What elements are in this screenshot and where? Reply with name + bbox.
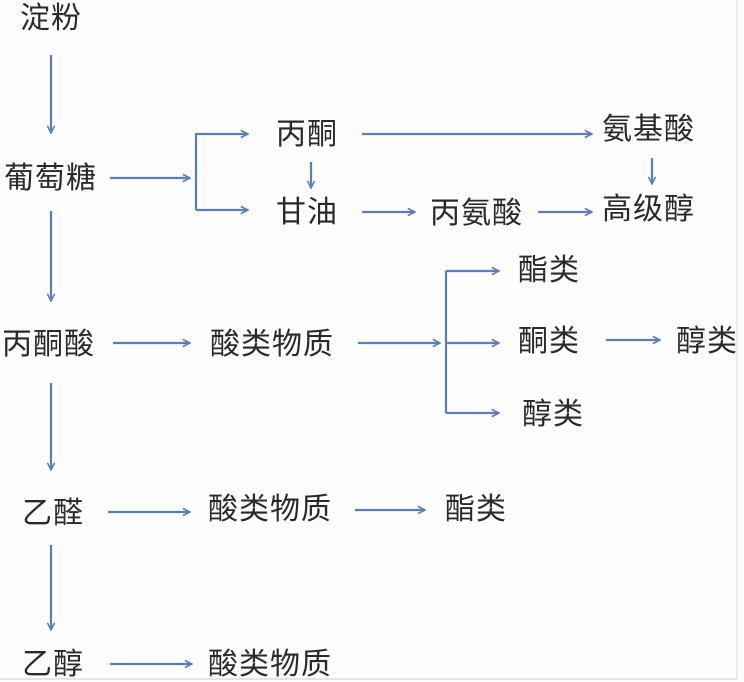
node-higher-alcohol: 高级醇 [602,192,695,227]
node-glucose: 葡萄糖 [4,161,97,196]
node-amino-acid: 氨基酸 [602,112,695,147]
node-ketones: 酮类 [518,324,580,359]
node-acids-2: 酸类物质 [208,492,332,527]
node-esters-1: 酯类 [518,253,580,288]
node-pyruvate: 丙酮酸 [2,327,95,362]
node-acids-1: 酸类物质 [210,327,334,362]
node-alcohols-1: 醇类 [676,324,738,359]
node-alcohols-2: 醇类 [522,397,584,432]
node-ethanol: 乙醇 [22,647,84,682]
node-acids-3: 酸类物质 [208,647,332,682]
node-alanine: 丙氨酸 [430,196,523,231]
node-acetone: 丙酮 [276,117,338,152]
node-starch: 淀粉 [20,1,82,36]
node-acetaldehyde: 乙醛 [22,496,84,531]
node-glycerol: 甘油 [276,195,338,230]
node-esters-2: 酯类 [445,492,507,527]
